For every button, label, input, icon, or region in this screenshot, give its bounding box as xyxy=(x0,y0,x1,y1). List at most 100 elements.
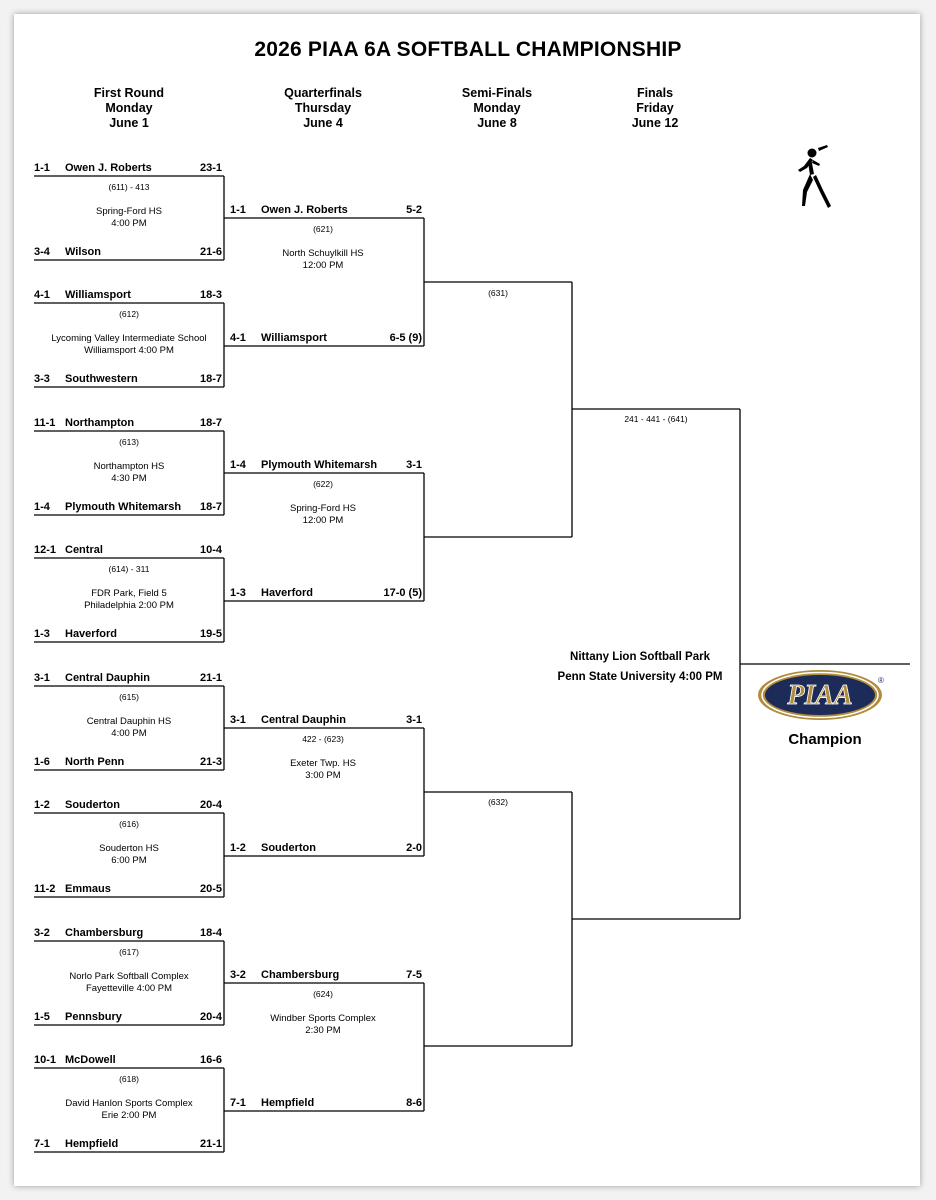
team-name: Wilson xyxy=(65,246,101,258)
game-id: (615) xyxy=(119,692,139,702)
team-seed: 3-4 xyxy=(34,246,50,258)
team-seed: 7-1 xyxy=(230,1097,246,1109)
team-score: 16-6 xyxy=(199,1054,222,1066)
champion-label: Champion xyxy=(788,731,862,748)
game-site: North Schuylkill HS xyxy=(282,248,364,259)
team-seed: 3-2 xyxy=(230,969,246,981)
team-name: Owen J. Roberts xyxy=(65,162,152,174)
bracket-sheet xyxy=(14,14,920,1186)
game-time: 12:00 PM xyxy=(302,515,344,526)
team-name: North Penn xyxy=(65,756,125,768)
game-id: (617) xyxy=(119,947,139,957)
team-name: Williamsport xyxy=(65,289,131,301)
team-seed: 12-1 xyxy=(34,544,57,556)
game-site: Lycoming Valley Intermediate School xyxy=(51,333,207,344)
team-score: 18-4 xyxy=(199,927,222,939)
team-seed: 3-1 xyxy=(230,714,246,726)
team-score: 20-4 xyxy=(199,799,222,811)
team-name: Hempfield xyxy=(65,1138,119,1150)
game-site: Exeter Twp. HS xyxy=(290,758,356,769)
game-time: 4:00 PM xyxy=(111,218,147,229)
team-name: Northampton xyxy=(65,417,135,429)
team-name: Plymouth Whitemarsh xyxy=(65,501,182,513)
game-id: (613) xyxy=(119,437,139,447)
team-score: 18-7 xyxy=(199,417,222,429)
round-date: June 8 xyxy=(477,116,517,130)
team-seed: 4-1 xyxy=(230,332,246,344)
team-seed: 11-1 xyxy=(34,417,56,429)
final-venue: Nittany Lion Softball Park xyxy=(570,651,710,663)
round-header-quarterfinals: Quarterfinals Thursday June 4 xyxy=(248,86,398,131)
round-date: June 4 xyxy=(303,116,343,130)
game-id: (616) xyxy=(119,819,139,829)
team-seed: 11-2 xyxy=(34,883,56,895)
team-score: 20-5 xyxy=(199,883,222,895)
fr-team-top: 3-2 Chambersburg 18-4 xyxy=(34,927,224,942)
game-site: Windber Sports Complex xyxy=(270,1013,376,1024)
team-score: 21-3 xyxy=(199,756,222,768)
game-site: Norlo Park Softball Complex xyxy=(69,971,189,982)
round-name: Semi-Finals xyxy=(461,86,533,100)
team-name: Pennsbury xyxy=(65,1011,122,1023)
team-name: Haverford xyxy=(261,587,313,599)
fr-team-bottom: 7-1 Hempfield 21-1 xyxy=(34,1138,224,1153)
team-name: Souderton xyxy=(261,842,316,854)
round-day: Monday xyxy=(105,101,153,115)
team-seed: 1-4 xyxy=(230,459,246,471)
round-day: Friday xyxy=(636,101,674,115)
team-score: 18-7 xyxy=(199,373,222,385)
team-score: 23-1 xyxy=(199,162,222,174)
round-day: Monday xyxy=(473,101,521,115)
team-score: 3-1 xyxy=(406,714,422,726)
team-seed: 3-2 xyxy=(34,927,50,939)
game-time: Philadelphia 2:00 PM xyxy=(84,600,174,611)
round-header-semifinals: Semi-Finals Monday June 8 xyxy=(422,86,572,131)
svg-text:®: ® xyxy=(878,676,884,685)
game-site: Spring-Ford HS xyxy=(96,206,162,217)
game-site: Spring-Ford HS xyxy=(290,503,356,514)
team-name: Haverford xyxy=(65,628,117,640)
game-time: Fayetteville 4:00 PM xyxy=(85,983,173,994)
final-game-id: 241 - 441 - (641) xyxy=(624,414,688,424)
team-score: 19-5 xyxy=(199,628,222,640)
team-name: Williamsport xyxy=(261,332,327,344)
fr-team-bottom: 11-2 Emmaus 20-5 xyxy=(34,883,224,898)
team-name: Chambersburg xyxy=(65,927,144,939)
game-time: Williamsport 4:00 PM xyxy=(84,345,174,356)
team-score: 21-1 xyxy=(199,672,222,684)
team-name: Hempfield xyxy=(261,1097,315,1109)
team-score: 5-2 xyxy=(406,204,422,216)
team-seed: 1-2 xyxy=(230,842,246,854)
round-name: Finals xyxy=(636,86,674,100)
team-name: Souderton xyxy=(65,799,120,811)
team-seed: 3-1 xyxy=(34,672,50,684)
team-name: Emmaus xyxy=(65,883,111,895)
game-time: 4:00 PM xyxy=(111,728,147,739)
team-seed: 4-1 xyxy=(34,289,50,301)
game-time: 12:00 PM xyxy=(302,260,344,271)
team-seed: 7-1 xyxy=(34,1138,50,1150)
team-score: 21-1 xyxy=(199,1138,222,1150)
team-score: 10-4 xyxy=(199,544,222,556)
team-score: 21-6 xyxy=(199,246,222,258)
